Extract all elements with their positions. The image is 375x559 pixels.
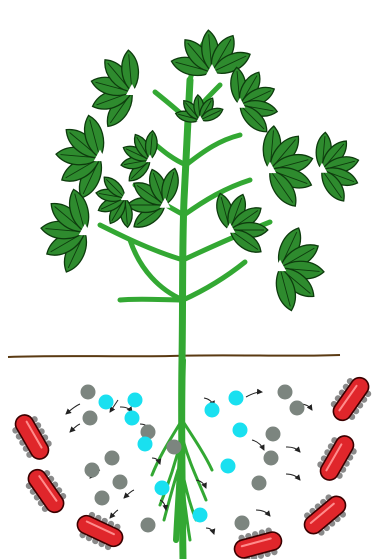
root (182, 420, 212, 470)
arrow-icon (110, 510, 118, 518)
gray-molecule-icon (266, 427, 281, 442)
branch (183, 262, 245, 300)
leaf-cluster (315, 132, 361, 206)
leaf-cluster (272, 224, 325, 312)
arrow-icon (246, 392, 262, 397)
bacterium-icon (297, 489, 352, 542)
gray-molecule-icon (278, 385, 293, 400)
leaf-cluster (174, 94, 225, 124)
cyan-molecule-icon (221, 459, 236, 474)
cyan-molecule-icon (138, 437, 153, 452)
cyan-molecule-icon (193, 508, 208, 523)
cyan-molecule-icon (229, 391, 244, 406)
gray-molecule-icon (264, 451, 279, 466)
arrow-icon (256, 510, 270, 516)
branch (186, 135, 240, 165)
gray-molecule-icon (235, 516, 250, 531)
bacterium-icon (72, 508, 128, 554)
plant-icon (40, 29, 360, 559)
cyan-molecule-icon (233, 423, 248, 438)
bacterium-icon (231, 525, 285, 559)
leaf-cluster (89, 49, 140, 131)
branch (100, 225, 183, 260)
cyan-molecule-icon (155, 481, 170, 496)
gray-molecule-icon (113, 475, 128, 490)
leaf-cluster (229, 67, 278, 137)
gray-molecule-icon (83, 411, 98, 426)
branch (120, 299, 183, 300)
bacterium-icon (8, 409, 57, 465)
arrow-icon (206, 528, 214, 534)
leaf-cluster (95, 173, 133, 228)
arrow-icon (66, 404, 80, 414)
cyan-molecule-icon (205, 403, 220, 418)
leaf-cluster (40, 187, 93, 275)
gray-molecule-icon (81, 385, 96, 400)
bacterium-icon (21, 463, 72, 519)
leaf-cluster (261, 125, 314, 211)
gray-molecule-icon (252, 476, 267, 491)
gray-molecule-icon (95, 491, 110, 506)
arrow-icon (124, 490, 134, 498)
cyan-molecule-icon (128, 393, 143, 408)
gray-molecule-icon (167, 440, 182, 455)
cyan-molecule-icon (99, 395, 114, 410)
leaf-cluster (213, 192, 268, 258)
bacterium-icon (326, 371, 375, 427)
gray-molecule-icon (290, 401, 305, 416)
arrow-icon (252, 440, 264, 450)
arrow-icon (286, 474, 300, 480)
gray-molecule-icon (85, 463, 100, 478)
soil-surface-line (8, 355, 340, 357)
bacterium-icon (313, 430, 362, 486)
gray-molecule-icon (141, 518, 156, 533)
cyan-molecule-icon (125, 411, 140, 426)
arrow-icon (70, 424, 80, 432)
leaf-cluster (55, 113, 108, 201)
gray-molecule-icon (105, 451, 120, 466)
arrow-icon (286, 447, 300, 452)
